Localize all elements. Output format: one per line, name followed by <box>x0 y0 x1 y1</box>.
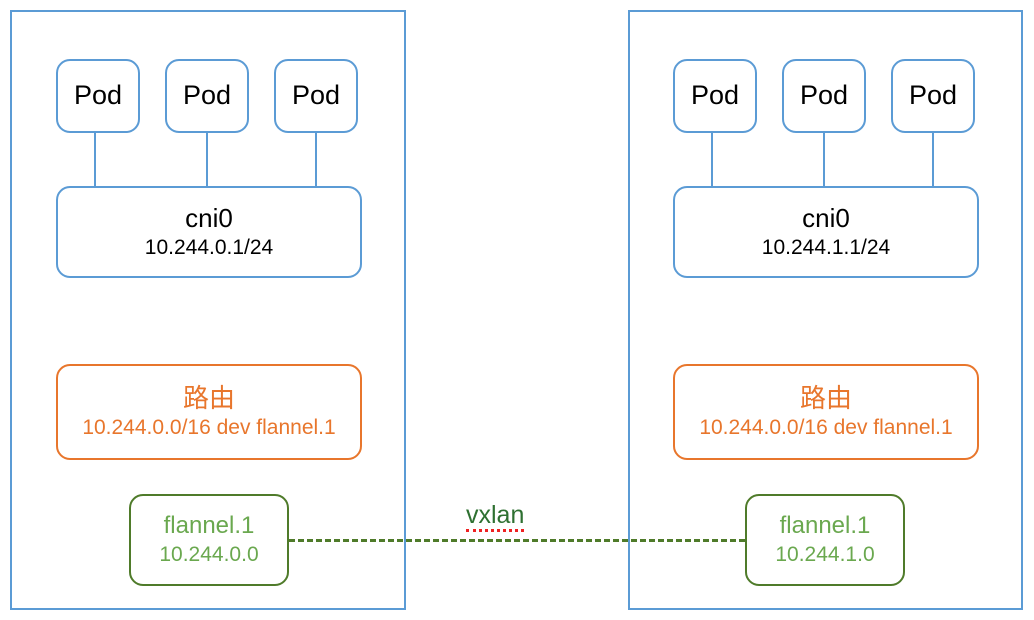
pod-bridge-connector <box>94 133 96 186</box>
pod-label: Pod <box>291 80 341 111</box>
pod-bridge-connector <box>932 133 934 186</box>
cni0-cidr: 10.244.0.1/24 <box>144 235 274 259</box>
flannel-interface-box[interactable]: flannel.1 10.244.1.0 <box>745 494 905 586</box>
cni0-cidr: 10.244.1.1/24 <box>761 235 891 259</box>
route-entry: 10.244.0.0/16 dev flannel.1 <box>699 416 953 440</box>
route-table-box[interactable]: 路由 10.244.0.0/16 dev flannel.1 <box>56 364 362 460</box>
cni0-name: cni0 <box>802 203 850 234</box>
pod-bridge-connector <box>711 133 713 186</box>
cni0-bridge-box[interactable]: cni0 10.244.1.1/24 <box>673 186 979 278</box>
pod-box[interactable]: Pod <box>56 59 140 133</box>
pod-label: Pod <box>690 80 740 111</box>
flannel-interface-box[interactable]: flannel.1 10.244.0.0 <box>129 494 289 586</box>
pod-label: Pod <box>73 80 123 111</box>
route-title: 路由 <box>799 382 852 413</box>
pod-box[interactable]: Pod <box>891 59 975 133</box>
flannel-name: flannel.1 <box>779 512 871 540</box>
pod-bridge-connector <box>206 133 208 186</box>
route-table-box[interactable]: 路由 10.244.0.0/16 dev flannel.1 <box>673 364 979 460</box>
route-entry: 10.244.0.0/16 dev flannel.1 <box>82 416 336 440</box>
vxlan-tunnel-label: vxlan <box>466 503 525 532</box>
pod-label: Pod <box>799 80 849 111</box>
cni0-bridge-box[interactable]: cni0 10.244.0.1/24 <box>56 186 362 278</box>
pod-bridge-connector <box>823 133 825 186</box>
flannel-name: flannel.1 <box>163 512 255 540</box>
pod-label: Pod <box>182 80 232 111</box>
pod-box[interactable]: Pod <box>165 59 249 133</box>
cni0-name: cni0 <box>185 203 233 234</box>
flannel-address: 10.244.0.0 <box>159 542 259 566</box>
flannel-address: 10.244.1.0 <box>775 542 875 566</box>
vxlan-tunnel-line <box>289 539 745 542</box>
pod-box[interactable]: Pod <box>274 59 358 133</box>
pod-label: Pod <box>908 80 958 111</box>
pod-bridge-connector <box>315 133 317 186</box>
route-title: 路由 <box>182 382 235 413</box>
pod-box[interactable]: Pod <box>782 59 866 133</box>
pod-box[interactable]: Pod <box>673 59 757 133</box>
